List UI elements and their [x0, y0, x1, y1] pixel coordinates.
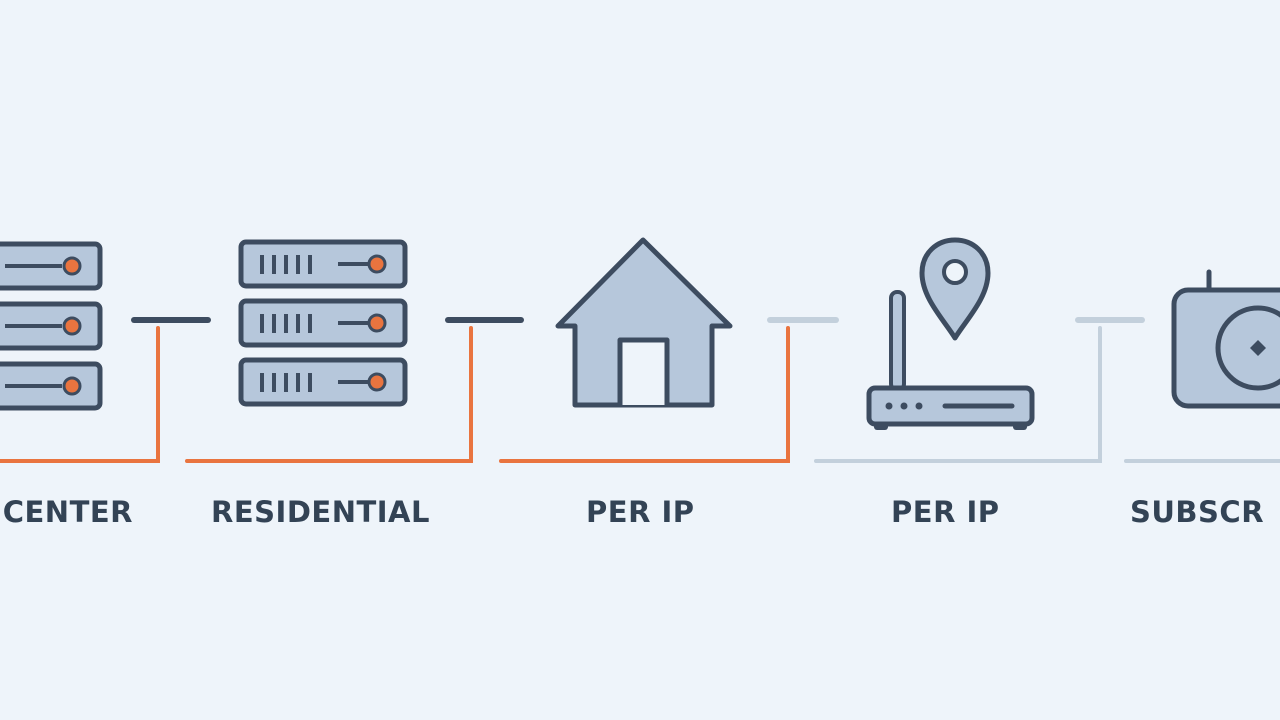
house-door: [617, 337, 670, 405]
house-icon: [555, 237, 733, 408]
server-unit: [0, 301, 103, 351]
server-unit: [0, 241, 103, 291]
muted-path-1: [814, 326, 1102, 463]
router-with-location-pin-icon: [866, 237, 1035, 430]
server-unit: [238, 357, 408, 407]
connectors: [0, 317, 1280, 463]
label-subscription: SUBSCR: [1130, 495, 1265, 529]
server-unit: [0, 361, 103, 411]
server-rack-icon: [238, 239, 408, 407]
label-per-ip-2: PER IP: [891, 495, 1000, 529]
server-rack-icon: [0, 241, 103, 411]
device-icon: [1171, 269, 1280, 409]
orange-path-1: [0, 326, 160, 463]
label-residential: RESIDENTIAL: [211, 495, 430, 529]
server-unit: [238, 239, 408, 289]
server-unit: [238, 298, 408, 348]
orange-path-2: [185, 326, 473, 463]
label-datacenter: CENTER: [2, 495, 133, 529]
router-antenna: [889, 290, 906, 392]
location-pin: [919, 237, 991, 341]
label-per-ip: PER IP: [586, 495, 695, 529]
orange-path-3: [499, 326, 790, 463]
